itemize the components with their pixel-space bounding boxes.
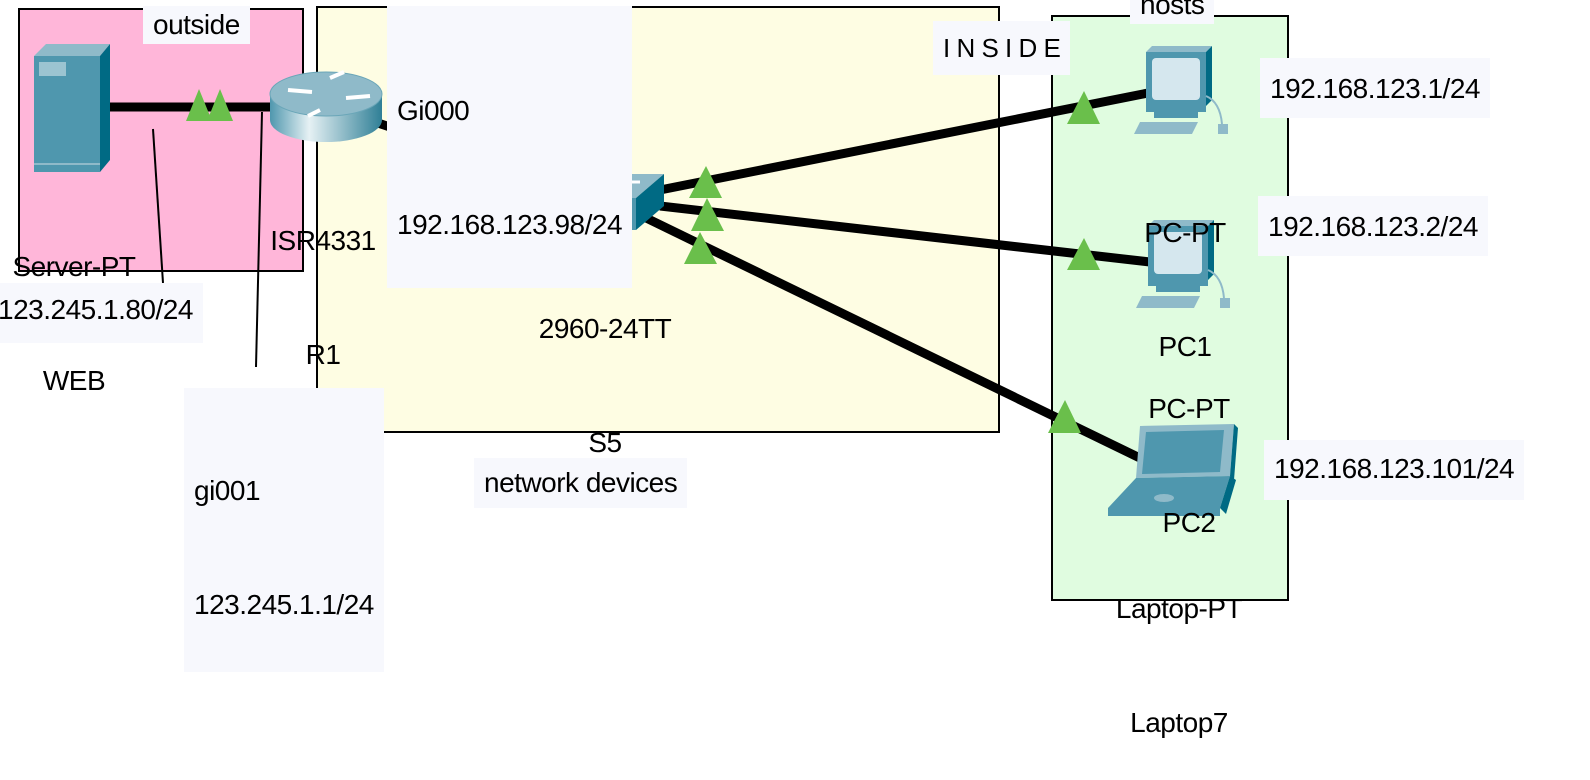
link-up-indicator [1048,400,1081,433]
device-name: Laptop7 [1130,707,1228,738]
link-s5-pc2[interactable] [659,201,1151,267]
note-gi000-iface: Gi000 [397,95,470,126]
link-up-indicator [1067,91,1100,124]
note-laptop-ip: 192.168.123.101/24 [1264,440,1525,500]
note-gi000: Gi000 192.168.123.98/24 [387,6,633,288]
device-name: S5 [588,427,622,458]
note-web-ip: 123.245.1.80/24 [0,283,203,343]
callout-line-web-ip [152,128,164,284]
note-gi000-ip: 192.168.123.98/24 [397,209,623,240]
pc-icon[interactable] [1130,218,1236,310]
device-label-server: Server-PT WEB [0,172,148,438]
device-label-switch: 2960-24TT S5 [520,234,690,500]
note-pc2-ip: 192.168.123.2/24 [1258,196,1488,256]
device-name: PC2 [1162,507,1216,538]
device-model: ISR4331 [270,225,376,256]
device-model: PC-PT [1144,217,1226,248]
area-title-hosts: hosts [1130,0,1215,24]
note-gi001-ip: 123.245.1.1/24 [194,589,374,620]
device-name: WEB [42,365,106,396]
note-inside: I N S I D E [933,21,1071,75]
pc-icon[interactable] [1128,44,1234,136]
device-label-router: ISR4331 R1 [250,146,396,412]
link-up-indicator [689,166,722,198]
device-model: PC-PT [1148,393,1230,424]
note-gi001: gi001 123.245.1.1/24 [184,388,384,672]
link-up-indicator [186,89,212,121]
link-up-indicator [684,232,717,264]
callout-line-gi001 [255,111,263,368]
device-model: 2960-24TT [538,313,672,344]
device-model: Laptop-PT [1115,593,1243,624]
link-s5-pc1[interactable] [659,88,1149,195]
laptop-icon[interactable] [1108,424,1244,520]
device-label-pc1: PC-PT PC1 [1120,138,1250,404]
link-up-indicator [1067,238,1100,270]
router-icon[interactable] [268,68,386,148]
server-icon[interactable] [30,42,112,174]
device-model: Server-PT [12,251,136,282]
note-gi001-iface: gi001 [194,475,261,506]
area-title-network-devices: network devices [474,458,688,508]
link-up-indicator [691,198,724,231]
note-pc1-ip: 192.168.123.1/24 [1260,58,1490,118]
area-title-outside: outside [143,6,250,44]
device-name: PC1 [1158,331,1212,362]
device-label-pc2: PC-PT PC2 [1124,314,1254,580]
link-up-indicator [207,89,233,121]
device-label-laptop: Laptop-PT Laptop7 [1094,514,1264,780]
device-name: R1 [305,339,341,370]
